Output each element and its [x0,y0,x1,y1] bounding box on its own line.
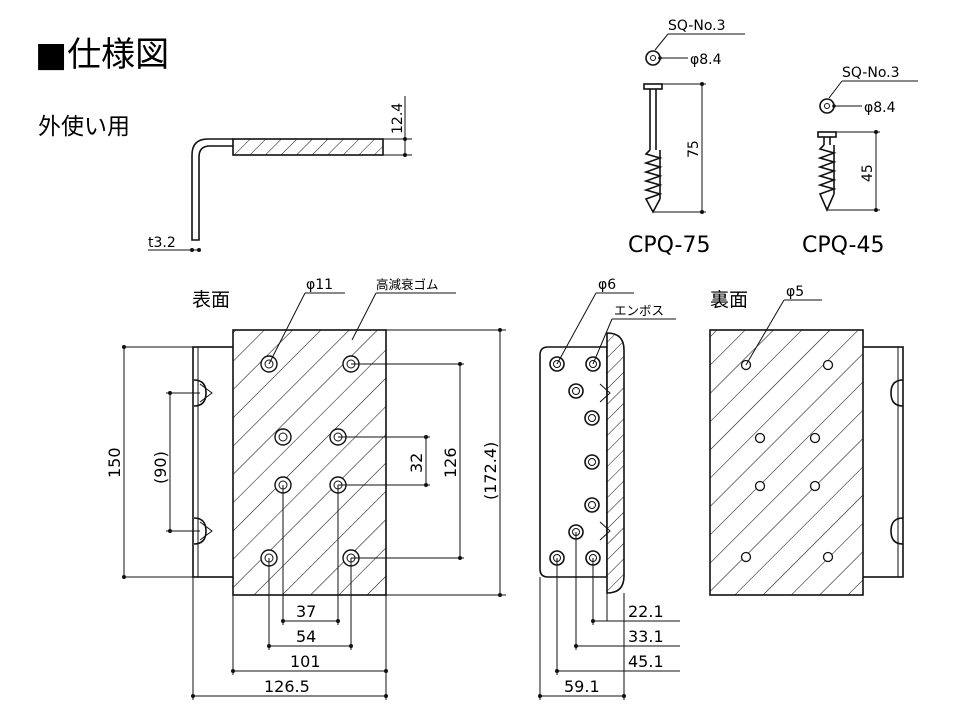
dim-33-1: 33.1 [628,627,664,646]
screw-cpq-75: φ8.4 SQ-No.3 75 CPQ-75 [628,18,745,258]
screw-45-length: 45 [860,164,876,182]
front-heading: 表面 [192,289,230,311]
dim-pitch-v: 32 [407,453,426,473]
back-holes [740,359,834,563]
front-view: 表面 φ11 高減衰ゴム 150 [105,277,506,700]
dim-hole-span-v: 126 [441,447,460,478]
back-heading: 裏面 [710,289,748,311]
screw-75-head-diameter: φ8.4 [690,52,722,68]
screw-75-head-type: SQ-No.3 [668,18,726,34]
dim-101: 101 [290,652,321,671]
front-hole-diameter: φ11 [306,277,333,293]
dim-inner-height: (90) [151,451,170,484]
dim-total-height: 150 [105,447,124,478]
dim-thickness: t3.2 [148,235,176,251]
dim-126-5: 126.5 [264,677,310,696]
dim-45-1: 45.1 [628,652,664,671]
back-hole-diameter: φ5 [786,284,804,300]
dim-37: 37 [296,602,316,621]
dim-22-1: 22.1 [628,602,664,621]
section-outer-label: 外使い用 [38,114,130,140]
back-view: 裏面 φ5 [709,284,904,596]
dim-thickness-top: 12.4 [390,103,406,134]
page-title: ■仕様図 [35,35,169,75]
screw-45-head-type: SQ-No.3 [842,65,900,81]
rubber-label: 高減衰ゴム [376,277,439,292]
dim-54: 54 [296,627,316,646]
screw-cpq-45: φ8.4 SQ-No.3 45 CPQ-45 [802,65,918,258]
side-holes [549,356,601,566]
screw-75-length: 75 [686,140,702,158]
screw-45-head-diameter: φ8.4 [864,100,896,116]
side-view: φ6 エンボス 22.1 33.1 45.1 59.1 [538,277,680,700]
screw-75-model: CPQ-75 [628,233,711,258]
screw-45-model: CPQ-45 [802,233,885,258]
dim-59-1: 59.1 [564,677,600,696]
l-bracket-section: 12.4 t3.2 [148,96,412,252]
emboss-label: エンボス [614,303,664,318]
side-hole-diameter: φ6 [598,277,616,293]
dim-plate-height: (172.4) [481,442,500,500]
